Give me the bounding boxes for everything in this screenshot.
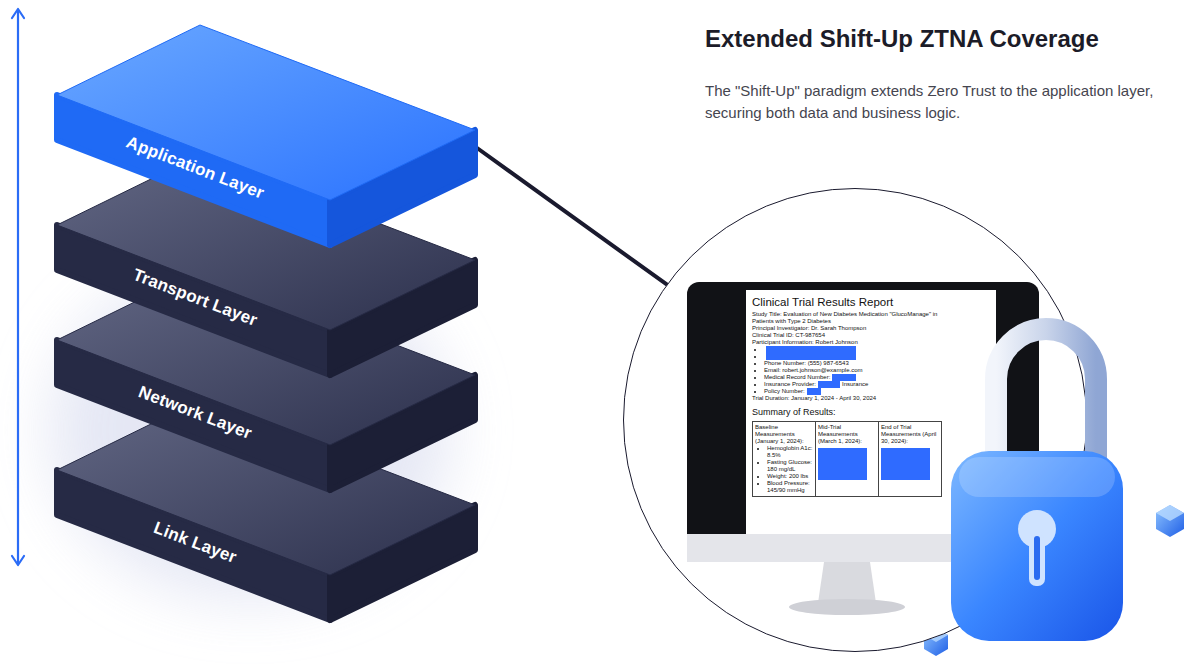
report-field: Participant Information: Robert Johnson: [752, 339, 858, 345]
report-field: Insurance Provider:: [764, 381, 816, 387]
layer-shape: [55, 20, 480, 250]
list-item: Blood Pressure: 145/90 mmHg: [767, 480, 813, 494]
list-item: Weight: 200 lbs: [767, 473, 813, 480]
redaction-bar: [766, 346, 856, 353]
redaction-block: [818, 448, 867, 480]
cell-heading: Mid-Trial Measurements (March 1, 2024):: [818, 424, 876, 445]
list-item: Medical Record Number:: [764, 374, 942, 381]
report-line: Clinical Trial ID: CT-987654: [752, 332, 942, 339]
table-cell-text: Blood Pressure: 145/90 mmHg: [767, 480, 810, 493]
table-cell: Mid-Trial Measurements (March 1, 2024):: [815, 422, 878, 496]
list-item: Phone Number: (555) 987-6543: [764, 360, 942, 367]
table-cell: Baseline Measurements (January 1, 2024):…: [753, 422, 815, 496]
results-table: Baseline Measurements (January 1, 2024):…: [752, 421, 942, 497]
report-field: Policy Number:: [764, 388, 805, 394]
connector-line: [475, 147, 667, 285]
vertical-double-arrow: [12, 9, 24, 565]
title: Extended Shift-Up ZTNA Coverage: [705, 24, 1175, 54]
redaction-bar: [807, 388, 821, 395]
gem: [1156, 505, 1184, 537]
redaction-bar: [818, 381, 840, 388]
table-cell-text: End of Trial Measurements (April 30, 202…: [881, 424, 936, 444]
title-box: Extended Shift-Up ZTNA Coverage: [705, 24, 1175, 54]
report-field: Trial Duration: January 1, 2024 - April …: [752, 395, 876, 401]
cell-heading: Baseline Measurements (January 1, 2024):: [755, 424, 813, 445]
list-item: [764, 353, 942, 360]
redaction-bar: [832, 374, 856, 381]
cell-heading: End of Trial Measurements (April 30, 202…: [881, 424, 939, 445]
redaction-bar: [766, 353, 856, 360]
report-field: Email: robert.johnson@example.com: [764, 367, 862, 373]
list-item: [764, 346, 942, 353]
report-heading: Clinical Trial Results Report: [752, 295, 942, 309]
list-item: Insurance Provider: Insurance: [764, 381, 942, 388]
list-item: Policy Number:: [764, 388, 942, 395]
report-title: Clinical Trial Results Report: [752, 296, 893, 308]
report-field: Phone Number: (555) 987-6543: [764, 360, 849, 366]
padlock: [951, 329, 1123, 641]
table-cell-text: Baseline Measurements (January 1, 2024):: [755, 424, 804, 444]
table-cell-text: Weight: 200 lbs: [767, 473, 808, 479]
report-line: Principal Investigator: Dr. Sarah Thomps…: [752, 325, 942, 332]
layer-slab: Application Layer: [55, 20, 480, 250]
table-cell-text: Mid-Trial Measurements (March 1, 2024):: [818, 424, 862, 444]
report-line: Trial Duration: January 1, 2024 - April …: [752, 395, 942, 402]
table-cell-text: Fasting Glucose: 180 mg/dL: [767, 459, 812, 472]
monitor-and-padlock: [624, 189, 1144, 659]
measurement-list: Hemoglobin A1c: 8.5%Fasting Glucose: 180…: [755, 445, 813, 494]
list-item: Email: robert.johnson@example.com: [764, 367, 942, 374]
report-field: Principal Investigator: Dr. Sarah Thomps…: [752, 325, 866, 331]
report-field: Medical Record Number:: [764, 374, 830, 380]
report-subheading: Summary of Results:: [752, 407, 942, 418]
report-line: Participant Information: Robert Johnson: [752, 339, 942, 346]
report-field: Clinical Trial ID: CT-987654: [752, 332, 825, 338]
list-item: Fasting Glucose: 180 mg/dL: [767, 459, 813, 473]
redaction-block: [881, 448, 930, 480]
table-cell-text: Hemoglobin A1c: 8.5%: [767, 445, 812, 458]
zoom-circle: Clinical Trial Results ReportStudy Title…: [623, 188, 1087, 652]
report-line: Study Title: Evaluation of New Diabetes …: [752, 311, 942, 325]
report-document: Clinical Trial Results ReportStudy Title…: [752, 295, 942, 497]
participant-list: Phone Number: (555) 987-6543Email: rober…: [752, 346, 942, 395]
report-field: Insurance: [842, 381, 868, 387]
section-heading: Summary of Results:: [752, 407, 836, 417]
list-item: Hemoglobin A1c: 8.5%: [767, 445, 813, 459]
body-text: The "Shift-Up" paradigm extends Zero Tru…: [705, 80, 1160, 124]
table-cell: End of Trial Measurements (April 30, 202…: [878, 422, 941, 496]
report-field: Study Title: Evaluation of New Diabetes …: [752, 311, 937, 324]
body-text-box: The "Shift-Up" paradigm extends Zero Tru…: [705, 80, 1160, 124]
